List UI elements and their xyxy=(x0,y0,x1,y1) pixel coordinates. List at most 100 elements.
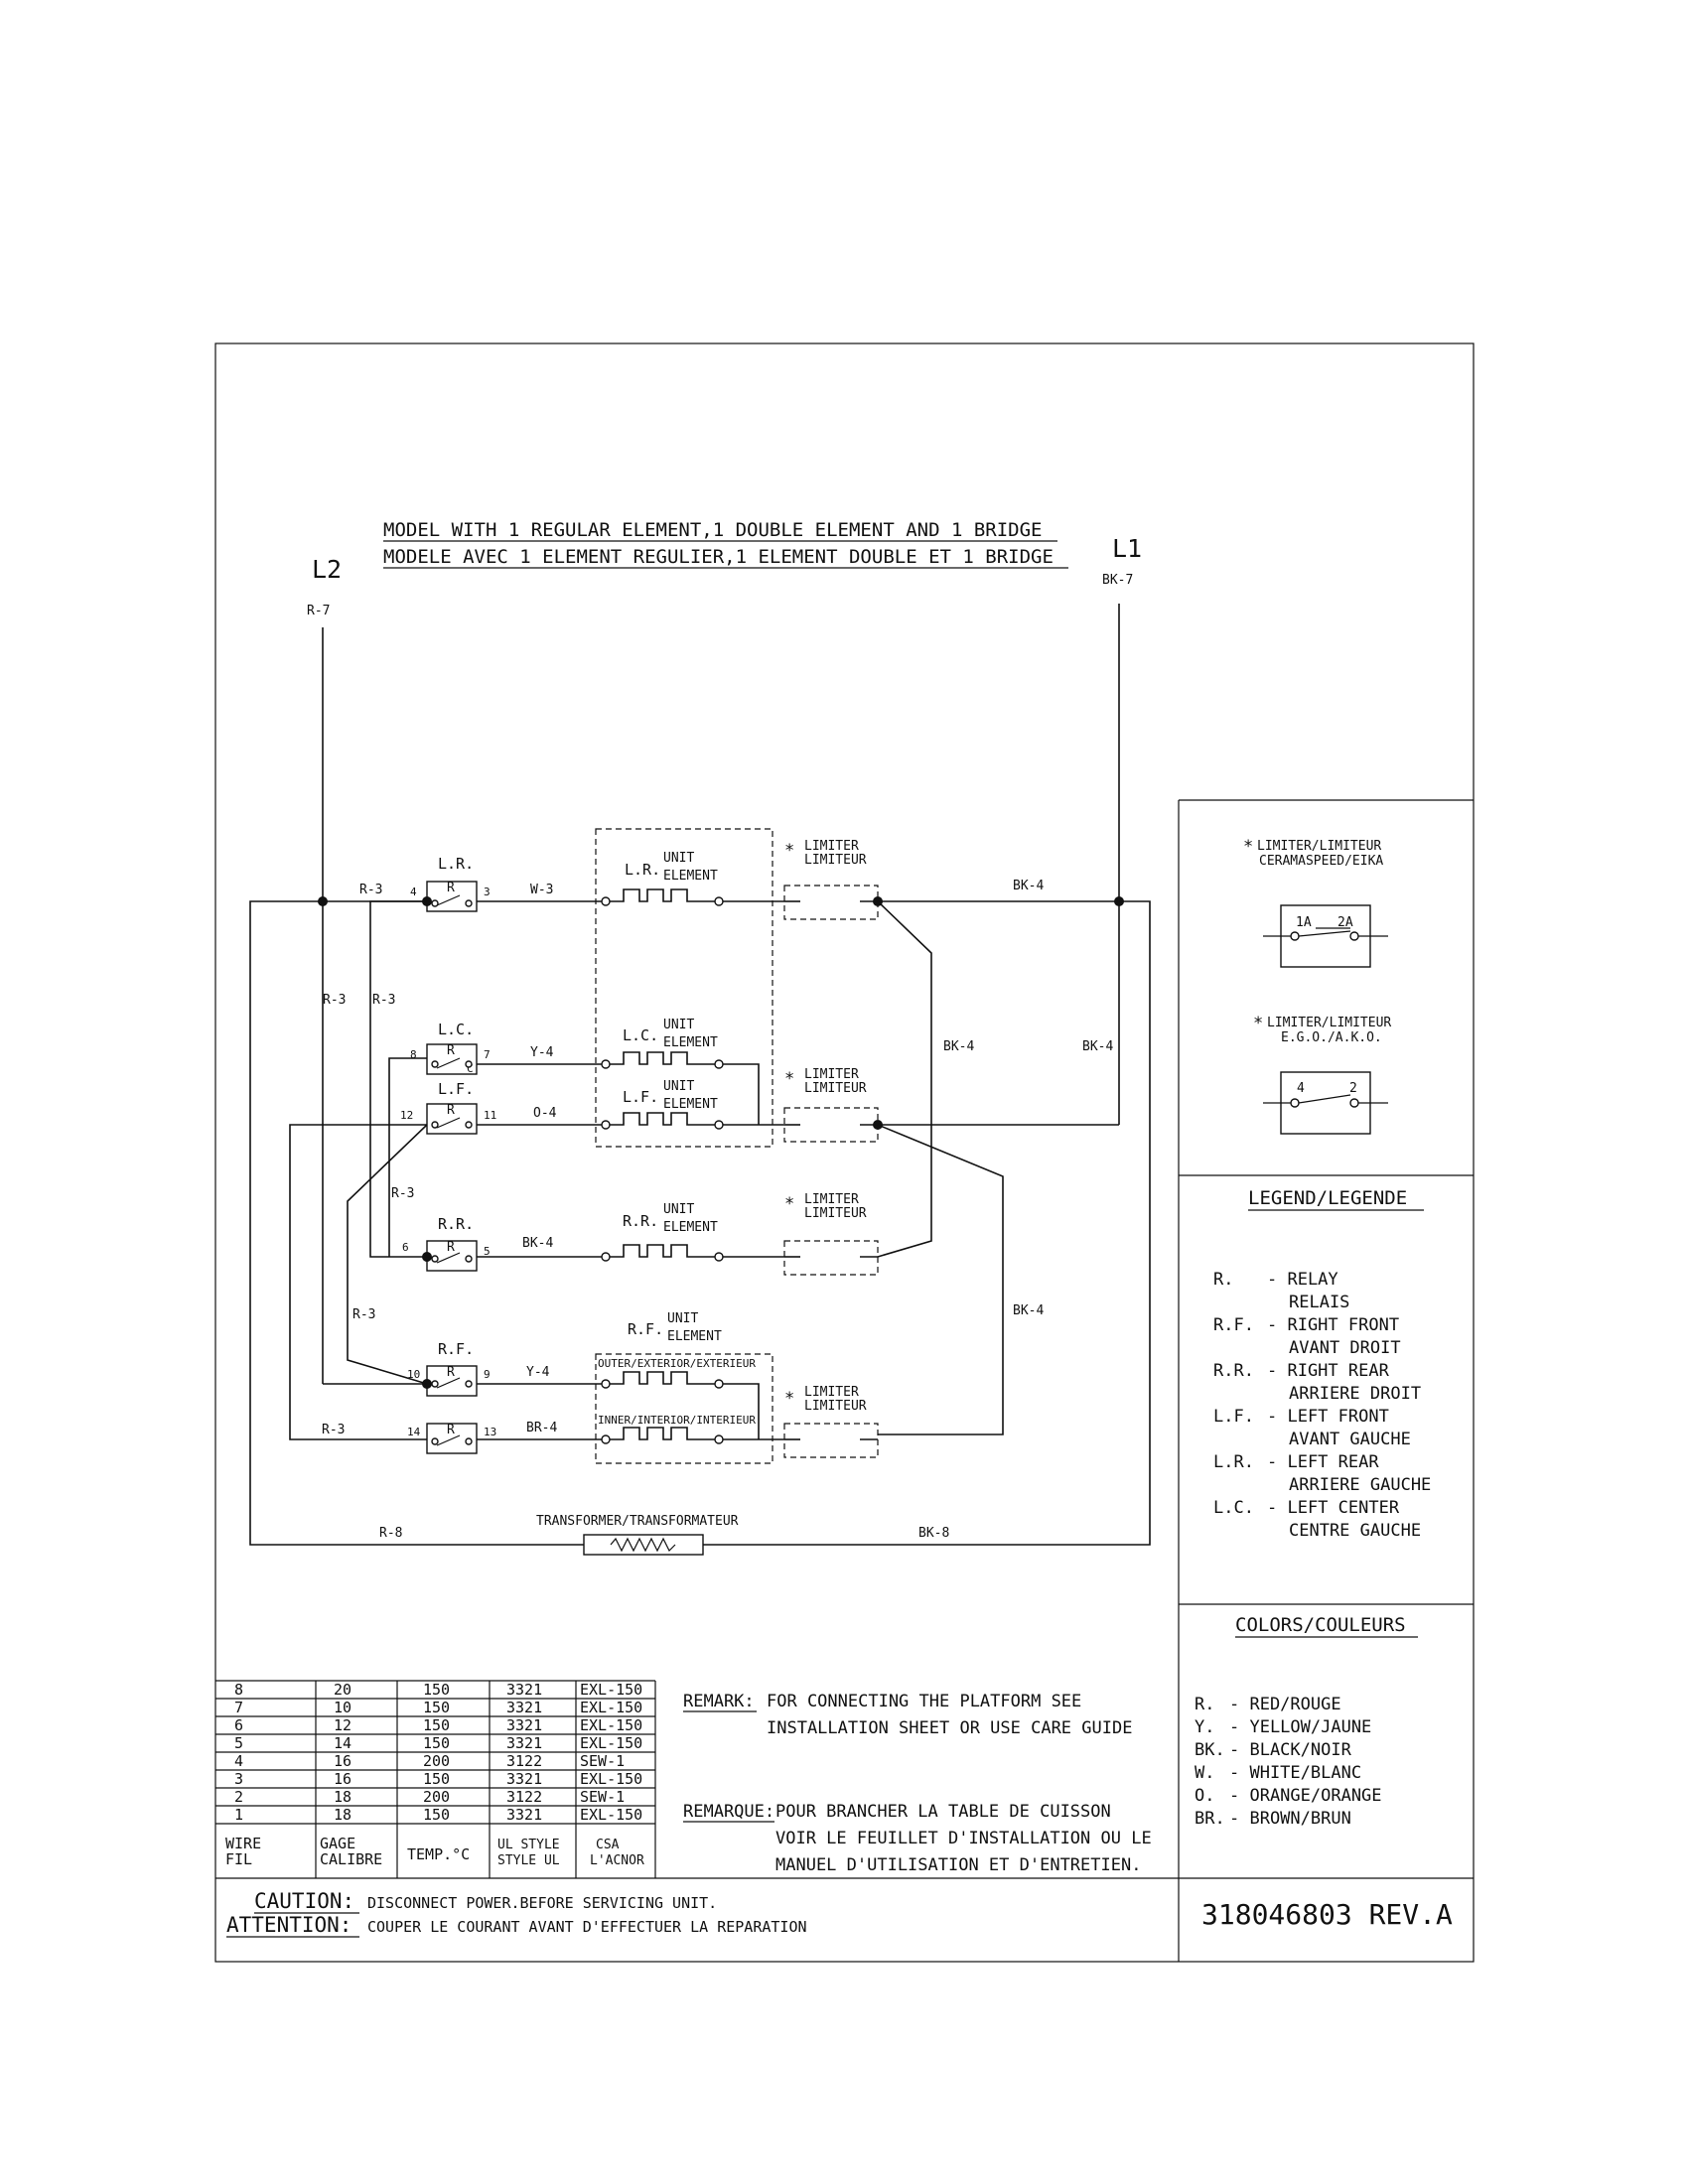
svg-text:BK-4: BK-4 xyxy=(943,1039,974,1054)
wire-table-cell: 3321 xyxy=(506,1734,542,1752)
limiter-1 xyxy=(783,885,879,920)
svg-text:BK-4: BK-4 xyxy=(1013,879,1044,893)
svg-text:OUTER/EXTERIOR/EXTERIEUR: OUTER/EXTERIOR/EXTERIEUR xyxy=(598,1357,756,1370)
part-number: 318046803 REV.A xyxy=(1201,1898,1453,1931)
wire-table-cell: EXL-150 xyxy=(580,1806,642,1824)
wire-table-cell: 150 xyxy=(423,1770,450,1788)
wire-table-cell: 3321 xyxy=(506,1716,542,1734)
svg-text:RELAIS: RELAIS xyxy=(1289,1293,1349,1312)
wire-table-cell: 10 xyxy=(334,1699,352,1716)
svg-text:4: 4 xyxy=(410,886,417,898)
l2-label: L2 xyxy=(312,555,342,584)
svg-text:CSA: CSA xyxy=(596,1838,620,1852)
svg-text:R.R.: R.R. xyxy=(1213,1361,1254,1381)
svg-text:Y-4: Y-4 xyxy=(530,1045,554,1060)
svg-text:R: R xyxy=(447,1043,455,1058)
svg-text:WIRE: WIRE xyxy=(225,1835,261,1852)
svg-text:W-3: W-3 xyxy=(530,883,553,897)
wire-table-cell: 20 xyxy=(334,1681,352,1699)
svg-text:LIMITEUR: LIMITEUR xyxy=(804,853,867,868)
wire-table-cell: SEW-1 xyxy=(580,1788,625,1806)
transformer-label: TRANSFORMER/TRANSFORMATEUR xyxy=(536,1514,739,1529)
svg-text:R.R.: R.R. xyxy=(623,1212,658,1230)
remark-label: REMARK: xyxy=(683,1692,755,1711)
svg-text:14: 14 xyxy=(407,1426,421,1438)
svg-text:L.C.: L.C. xyxy=(1213,1498,1254,1518)
svg-text:LIMITEUR: LIMITEUR xyxy=(804,1081,867,1096)
svg-text:10: 10 xyxy=(407,1368,420,1381)
svg-text:ELEMENT: ELEMENT xyxy=(663,1097,718,1112)
wire-r8-label: R-8 xyxy=(379,1526,402,1541)
svg-text:LIMITEUR: LIMITEUR xyxy=(804,1206,867,1221)
svg-text:O.: O. xyxy=(1195,1786,1214,1806)
svg-text:11: 11 xyxy=(484,1109,496,1122)
wire-table-cell: 4 xyxy=(234,1752,243,1770)
wire-table-cell: EXL-150 xyxy=(580,1699,642,1716)
wire-table-cell: 150 xyxy=(423,1681,450,1699)
svg-text:- LEFT REAR: - LEFT REAR xyxy=(1267,1452,1379,1472)
relay-lf xyxy=(426,1103,478,1135)
svg-text:*: * xyxy=(784,1389,794,1409)
wire-table-cell: 12 xyxy=(334,1716,352,1734)
svg-text:Y-4: Y-4 xyxy=(526,1365,550,1380)
svg-text:1A: 1A xyxy=(1296,915,1312,930)
svg-text:*: * xyxy=(1253,1014,1263,1033)
svg-text:- LEFT CENTER: - LEFT CENTER xyxy=(1267,1498,1400,1518)
svg-text:- YELLOW/JAUNE: - YELLOW/JAUNE xyxy=(1229,1717,1371,1737)
title-en: MODEL WITH 1 REGULAR ELEMENT,1 DOUBLE EL… xyxy=(383,519,1042,541)
svg-text:*: * xyxy=(1243,837,1253,857)
svg-text:UNIT: UNIT xyxy=(663,1202,694,1217)
svg-text:- RIGHT REAR: - RIGHT REAR xyxy=(1267,1361,1390,1381)
svg-text:R: R xyxy=(447,1365,455,1380)
svg-text:L.F.: L.F. xyxy=(623,1088,658,1106)
wire-table-cell: 150 xyxy=(423,1716,450,1734)
ego-sub: E.G.O./A.K.O. xyxy=(1281,1030,1382,1045)
colors-heading: COLORS/COULEURS xyxy=(1235,1614,1406,1636)
svg-text:5: 5 xyxy=(484,1245,491,1258)
svg-text:Y.: Y. xyxy=(1195,1717,1214,1737)
svg-text:L'ACNOR: L'ACNOR xyxy=(590,1853,644,1868)
svg-text:L.F.: L.F. xyxy=(1213,1407,1254,1427)
wire-table-cell: EXL-150 xyxy=(580,1716,642,1734)
attention-label: ATTENTION: xyxy=(226,1913,352,1937)
left-elements-enclosure xyxy=(595,828,774,1148)
svg-text:BK-4: BK-4 xyxy=(522,1236,553,1251)
svg-text:R-3: R-3 xyxy=(323,993,346,1008)
svg-text:O-4: O-4 xyxy=(533,1106,557,1121)
ceram-title: LIMITER/LIMITEUR xyxy=(1257,839,1381,854)
svg-text:13: 13 xyxy=(484,1426,496,1438)
svg-text:R.: R. xyxy=(1195,1695,1214,1714)
svg-text:R: R xyxy=(447,1103,455,1118)
ceram-sub: CERAMASPEED/EIKA xyxy=(1259,854,1383,869)
svg-text:- WHITE/BLANC: - WHITE/BLANC xyxy=(1229,1763,1361,1783)
ego-title: LIMITER/LIMITEUR xyxy=(1267,1016,1391,1030)
wire-table-cell: 5 xyxy=(234,1734,243,1752)
svg-text:2: 2 xyxy=(1349,1081,1357,1096)
svg-text:L.R.: L.R. xyxy=(1213,1452,1254,1472)
svg-text:*: * xyxy=(784,841,794,861)
svg-text:- LEFT FRONT: - LEFT FRONT xyxy=(1267,1407,1389,1427)
wire-table-cell: SEW-1 xyxy=(580,1752,625,1770)
element-lc-coil xyxy=(610,1051,715,1065)
relay-lc-label: L.C. xyxy=(438,1021,474,1038)
svg-text:AVANT GAUCHE: AVANT GAUCHE xyxy=(1289,1430,1411,1449)
svg-text:CALIBRE: CALIBRE xyxy=(320,1850,382,1868)
element-lf-coil xyxy=(610,1112,715,1126)
wire-table-cell: 14 xyxy=(334,1734,352,1752)
svg-text:R-3: R-3 xyxy=(359,883,382,897)
svg-text:STYLE UL: STYLE UL xyxy=(497,1853,560,1868)
wire-table-cell: 150 xyxy=(423,1806,450,1824)
svg-text:FIL: FIL xyxy=(225,1850,252,1868)
svg-text:ELEMENT: ELEMENT xyxy=(667,1329,722,1344)
legend-list: R. - RELAY RELAIS R.F. - RIGHT FRONT AVA… xyxy=(1213,1270,1431,1541)
svg-text:R: R xyxy=(447,1240,455,1255)
svg-text:ELEMENT: ELEMENT xyxy=(663,1220,718,1235)
wire-table-cell: 3122 xyxy=(506,1752,542,1770)
legend-heading: LEGEND/LEGENDE xyxy=(1248,1187,1407,1209)
wire-table-cell: EXL-150 xyxy=(580,1681,642,1699)
svg-text:TEMP.°C: TEMP.°C xyxy=(407,1845,470,1863)
svg-text:*: * xyxy=(784,1194,794,1214)
rf-element-enclosure xyxy=(595,1353,774,1464)
